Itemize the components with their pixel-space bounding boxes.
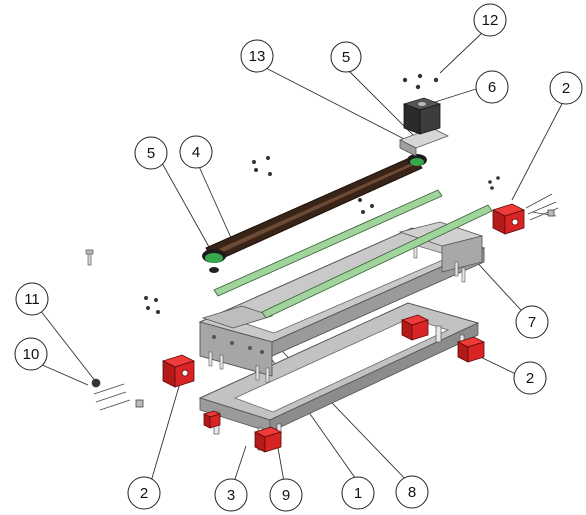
callout-5-left: 5 xyxy=(134,136,168,170)
callout-label-11: 11 xyxy=(24,291,40,308)
upper-left-bracket xyxy=(201,305,274,329)
upper-frame-side-face xyxy=(271,247,485,357)
red-block-frame-right xyxy=(456,336,486,363)
callout-label-2-top-right: 2 xyxy=(562,80,570,97)
red-block-frame-left xyxy=(202,410,222,429)
callout-label-6: 6 xyxy=(488,79,496,96)
lower-frame-cutout xyxy=(233,317,450,413)
callout-3: 3 xyxy=(214,478,248,512)
standalone-screw xyxy=(85,249,94,266)
callouts: 12 13 5 6 2 5 4 11 xyxy=(14,3,583,512)
callout-1: 1 xyxy=(341,476,375,510)
callout-2-top-right: 2 xyxy=(549,71,583,105)
callout-label-2-bottom-left: 2 xyxy=(140,485,148,502)
bolt-cluster-left xyxy=(91,378,144,411)
callout-label-9: 9 xyxy=(282,487,290,504)
callout-label-1: 1 xyxy=(354,485,362,502)
callout-12: 12 xyxy=(473,3,507,37)
callout-7: 7 xyxy=(515,305,549,339)
pulley-left xyxy=(202,249,226,273)
pulley-right xyxy=(407,154,427,166)
callout-5-top: 5 xyxy=(330,41,362,73)
fasteners xyxy=(144,73,500,314)
callout-label-13: 13 xyxy=(249,48,266,65)
callout-4: 4 xyxy=(179,135,213,169)
callout-label-3: 3 xyxy=(227,487,235,504)
callout-label-2-mid-right: 2 xyxy=(526,370,534,387)
callout-13: 13 xyxy=(240,39,274,73)
upper-frame-bolts xyxy=(208,243,466,383)
callout-8: 8 xyxy=(395,475,429,509)
stepper-motor-side xyxy=(419,103,441,135)
leader-lines xyxy=(39,32,566,494)
rod-lower xyxy=(261,204,493,319)
callout-10: 10 xyxy=(14,337,48,371)
callout-label-4: 4 xyxy=(192,144,200,161)
upper-frame-front-face xyxy=(199,321,273,377)
callout-6: 6 xyxy=(475,70,509,104)
bolt-cluster-right xyxy=(525,193,559,221)
callout-label-10: 10 xyxy=(23,346,40,363)
red-block-frame-front xyxy=(253,426,283,453)
callout-9: 9 xyxy=(269,478,303,512)
belt-assembly xyxy=(202,154,427,273)
callout-2-mid-right: 2 xyxy=(513,361,547,395)
callout-label-5-left: 5 xyxy=(147,145,155,162)
red-block-top-right xyxy=(491,203,526,235)
callout-2-bottom-left: 2 xyxy=(127,476,161,510)
rod-upper xyxy=(213,189,443,297)
callout-label-5-top: 5 xyxy=(342,49,350,66)
frame-holes xyxy=(212,335,264,354)
callout-label-12: 12 xyxy=(482,12,499,29)
linear-rods xyxy=(213,189,493,319)
callout-label-8: 8 xyxy=(408,484,416,501)
stepper-motor-assembly xyxy=(399,97,449,157)
red-block-frame-back xyxy=(400,314,430,341)
callout-label-7: 7 xyxy=(528,314,536,331)
callout-11: 11 xyxy=(15,282,49,316)
red-blocks xyxy=(161,203,526,453)
red-block-bottom-left xyxy=(161,354,196,388)
